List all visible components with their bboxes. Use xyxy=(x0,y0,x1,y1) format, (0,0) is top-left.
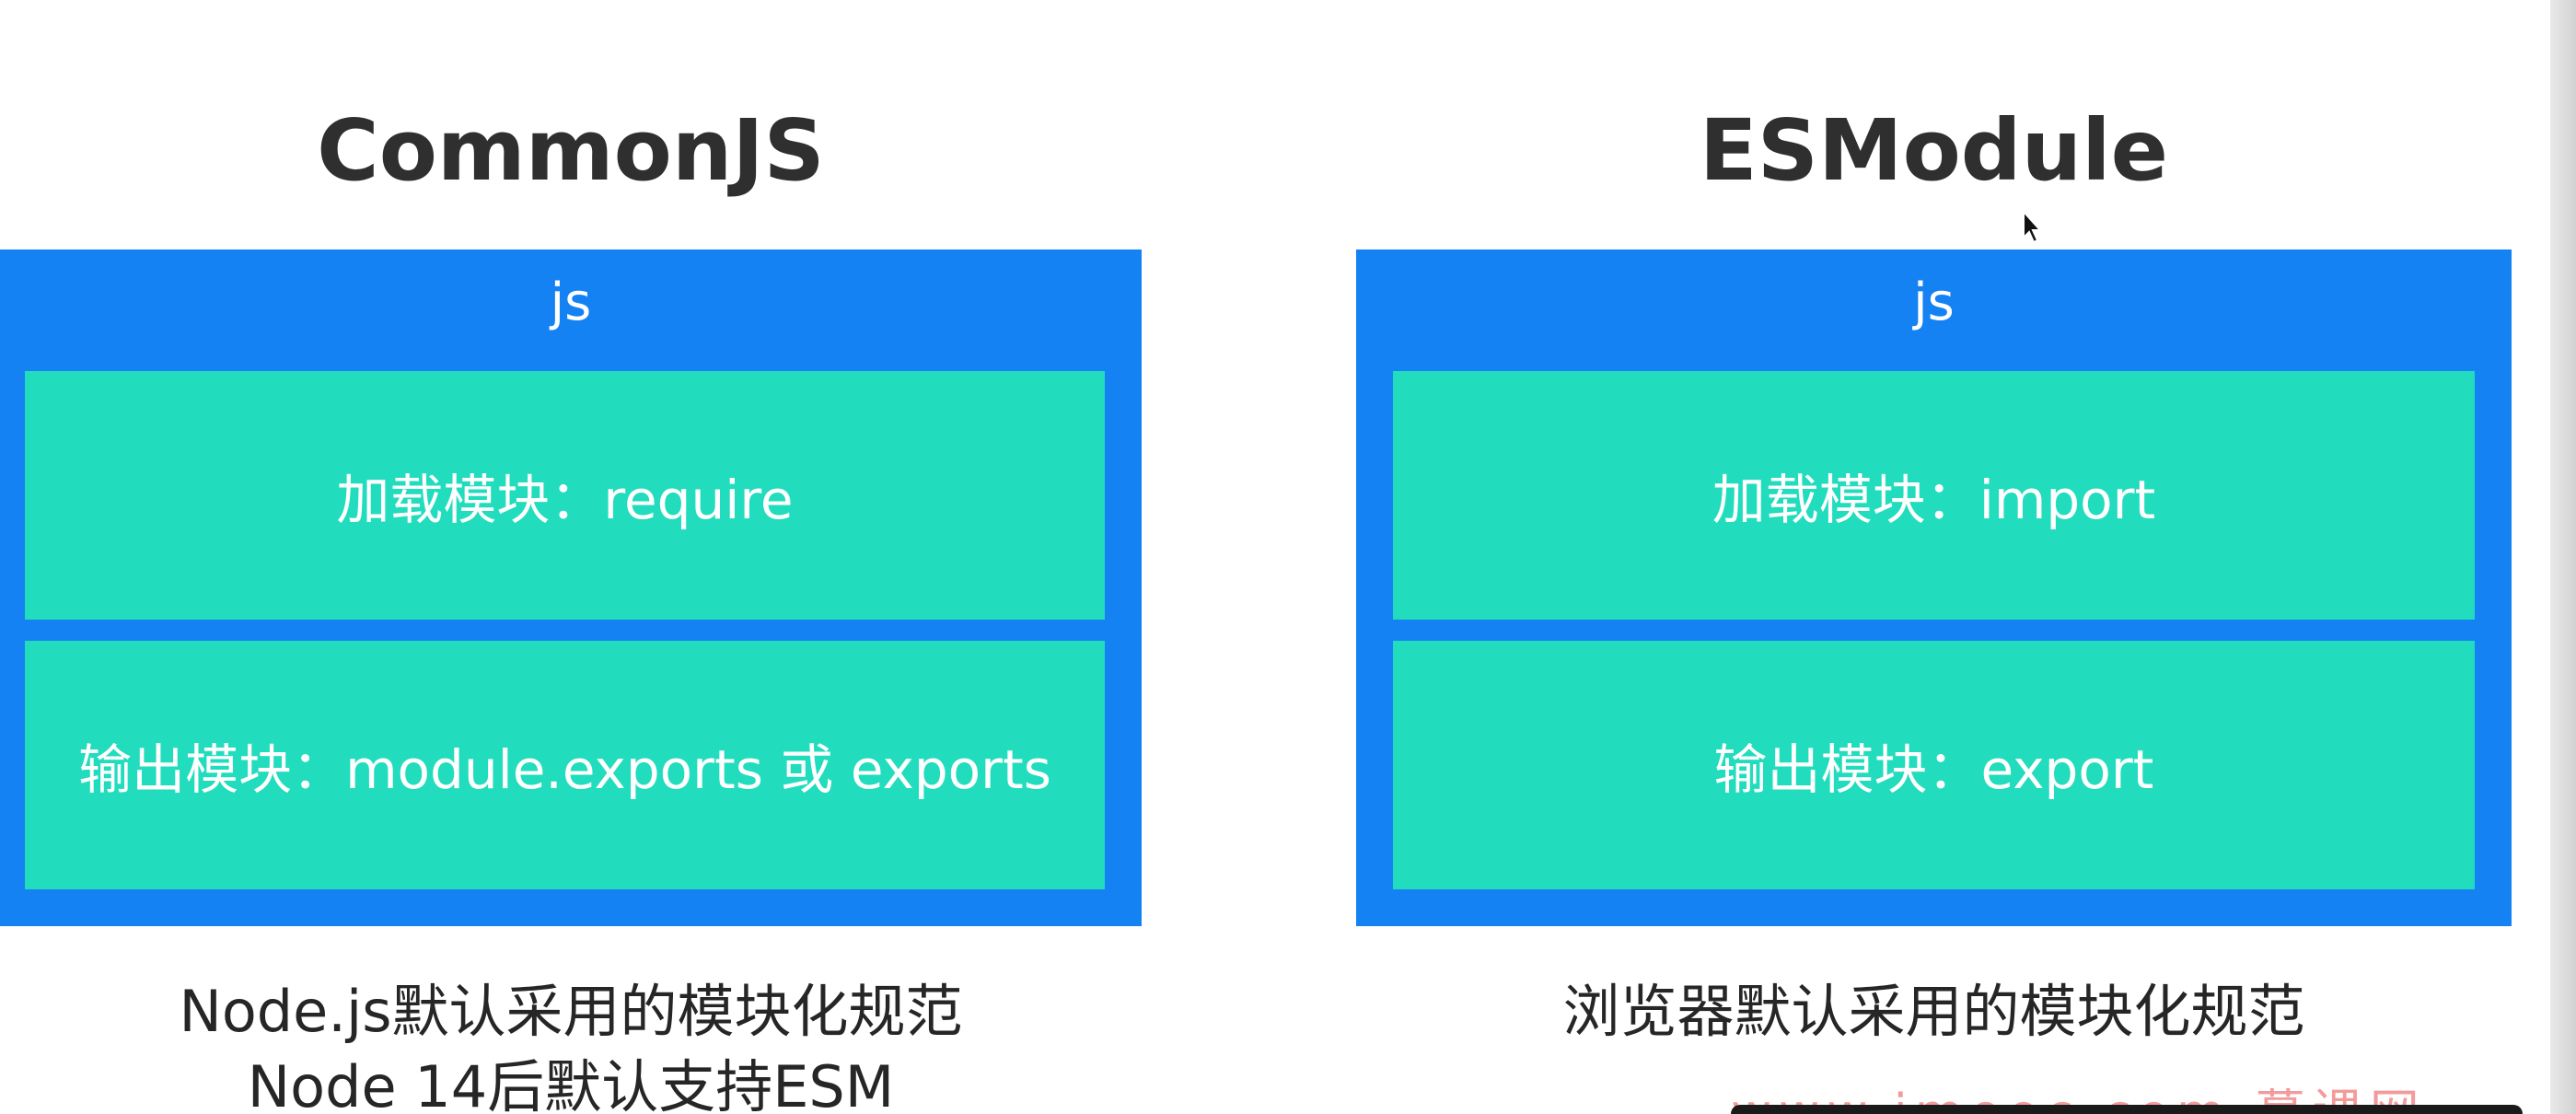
esmodule-caption: 浏览器默认采用的模块化规范 xyxy=(1356,974,2512,1050)
esmodule-export-box: 输出模块：export xyxy=(1393,641,2475,889)
esmodule-load-box: 加载模块：import xyxy=(1393,371,2475,620)
mouse-pointer-icon xyxy=(2023,210,2042,244)
commonjs-caption: Node.js默认采用的模块化规范 Node 14后默认支持ESM xyxy=(0,974,1142,1114)
esmodule-caption-line1: 浏览器默认采用的模块化规范 xyxy=(1562,978,2305,1045)
commonjs-export-label: 输出模块：module.exports 或 exports xyxy=(78,738,1051,801)
commonjs-title: CommonJS xyxy=(317,101,825,200)
commonjs-load-label: 加载模块：require xyxy=(336,469,794,531)
esmodule-panel-label: js xyxy=(1913,273,1955,332)
commonjs-panel-label: js xyxy=(550,273,592,332)
esmodule-title: ESModule xyxy=(1699,101,2169,200)
commonjs-panel: js 加载模块：require 输出模块：module.exports 或 ex… xyxy=(0,249,1142,926)
window-edge xyxy=(2550,0,2576,1114)
video-control-bar xyxy=(1731,1105,2523,1114)
commonjs-caption-line2: Node 14后默认支持ESM xyxy=(247,1053,895,1114)
esmodule-export-label: 输出模块：export xyxy=(1713,738,2154,801)
commonjs-caption-line1: Node.js默认采用的模块化规范 xyxy=(179,978,963,1045)
esmodule-load-label: 加载模块：import xyxy=(1712,469,2156,531)
commonjs-export-box: 输出模块：module.exports 或 exports xyxy=(25,641,1105,889)
esmodule-panel: js 加载模块：import 输出模块：export xyxy=(1356,249,2512,926)
commonjs-load-box: 加载模块：require xyxy=(25,371,1105,620)
